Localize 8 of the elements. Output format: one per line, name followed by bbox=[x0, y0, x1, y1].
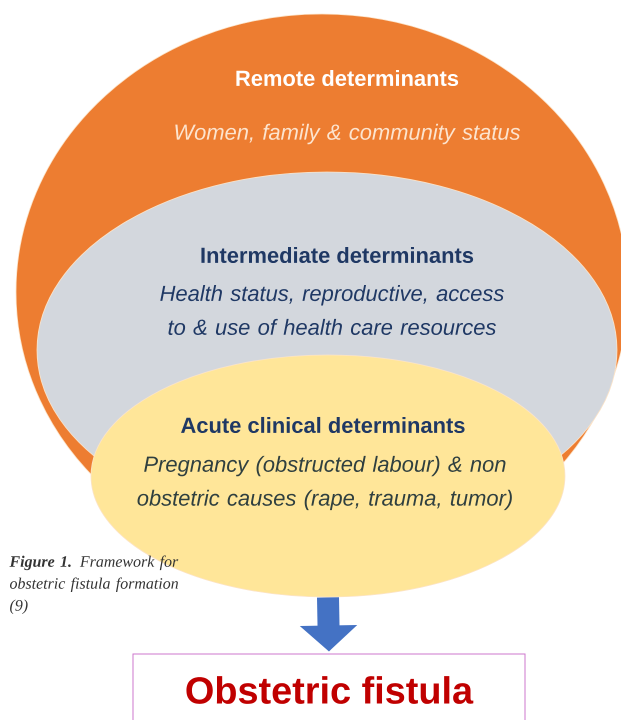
description: Health status, reproductive, access to & use of health care resources bbox=[160, 285, 504, 335]
heading: Intermediate determinants bbox=[201, 246, 474, 264]
description: Pregnancy (obstructed labour) & non obstetric causes (rape, trauma, tumor) bbox=[138, 456, 512, 510]
heading: Remote determinants bbox=[236, 70, 458, 86]
result-box: Obstetric fistula bbox=[132, 654, 526, 720]
caption: Figure 1. Framework for obstetric fistula formation (9) bbox=[10, 556, 178, 614]
description: Women, family & community status bbox=[175, 124, 520, 144]
heading: Acute clinical determinants bbox=[181, 416, 465, 434]
